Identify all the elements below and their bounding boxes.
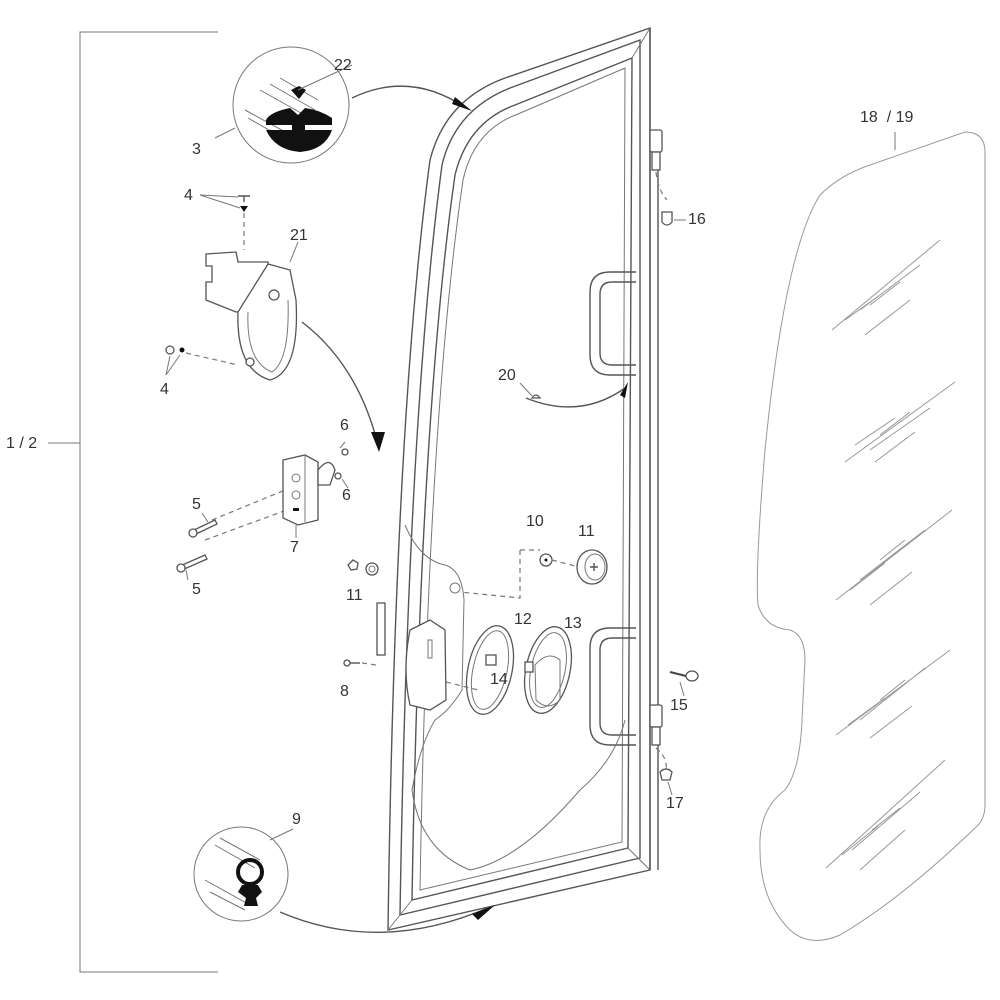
callout-3: 3 <box>192 141 201 158</box>
seal-detail-circle-3 <box>214 46 353 164</box>
callout-4-left: 4 <box>160 381 169 398</box>
callout-13: 13 <box>564 615 582 632</box>
assembly-arrows <box>279 85 628 934</box>
upper-hinge <box>649 129 663 171</box>
lock-cylinder-part-11 <box>576 549 608 585</box>
gasket-part-12 <box>465 625 515 715</box>
group-bracket <box>48 31 218 973</box>
callout-6-bottom: 6 <box>342 487 351 504</box>
callout-8: 8 <box>340 683 349 700</box>
nut-part-6 <box>334 441 349 489</box>
callout-7: 7 <box>290 539 299 556</box>
washer-part-10 <box>539 553 553 567</box>
callout-4-top: 4 <box>184 187 193 204</box>
group-label-1-2: 1 / 2 <box>6 435 38 452</box>
callout-5-top: 5 <box>192 496 201 513</box>
door-frame <box>387 27 659 931</box>
callout-9: 9 <box>292 811 301 828</box>
lock-mechanism <box>376 602 447 711</box>
handle-bowl-part-13 <box>523 626 573 714</box>
rivet-part-4-top <box>199 194 250 212</box>
knob-part-11 <box>347 559 379 576</box>
callout-5-bottom: 5 <box>192 581 201 598</box>
callout-22: 22 <box>334 57 352 74</box>
seal-detail-circle-9 <box>193 826 294 922</box>
callout-16: 16 <box>688 211 706 228</box>
door-glass-part-18-19 <box>756 131 986 941</box>
callout-6-top: 6 <box>340 417 349 434</box>
callout-14: 14 <box>490 671 508 688</box>
washer-part-4-left <box>165 345 185 376</box>
callout-18-19: 18 / 19 <box>860 109 914 126</box>
callout-11-left: 11 <box>346 587 363 604</box>
upper-grab-handle <box>589 271 636 376</box>
callout-11-right: 11 <box>578 523 595 540</box>
lower-grab-handle <box>589 627 636 746</box>
striker-part-7 <box>282 454 336 538</box>
callout-12: 12 <box>514 611 532 628</box>
inner-panel <box>404 524 626 871</box>
screw-part-5 <box>176 512 218 581</box>
callout-15: 15 <box>670 697 688 714</box>
callout-17: 17 <box>666 795 684 812</box>
callout-10: 10 <box>526 513 544 530</box>
lower-hinge <box>649 704 663 746</box>
rivet-part-20 <box>519 382 542 399</box>
bolt-part-8 <box>343 659 360 667</box>
hinge-nut-part-17 <box>655 747 673 796</box>
callout-20: 20 <box>498 367 516 384</box>
lock-bracket-part-21 <box>205 241 299 381</box>
bolt-part-15 <box>669 670 699 697</box>
callout-21: 21 <box>290 227 308 244</box>
hinge-cap-part-16 <box>655 171 686 226</box>
